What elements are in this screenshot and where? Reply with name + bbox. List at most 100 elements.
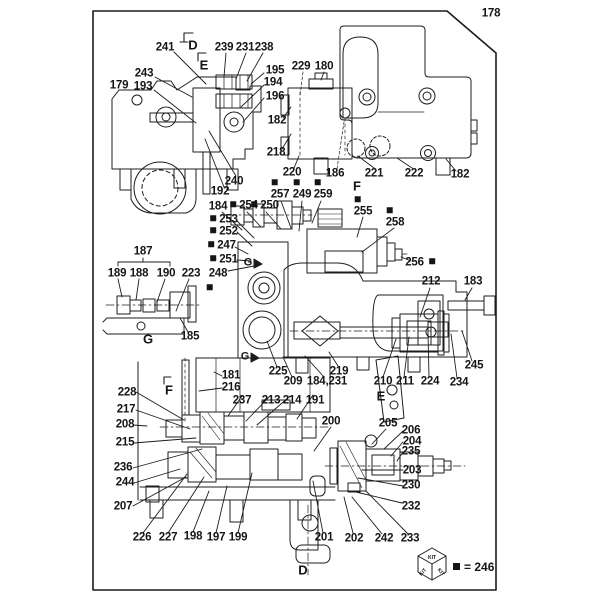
view-main-pump bbox=[227, 200, 496, 374]
kit-cube-top-label: KIT bbox=[428, 555, 436, 561]
part-label-208: 208 bbox=[115, 418, 135, 431]
part-label-185: 185 bbox=[180, 330, 200, 343]
part-label-224: 224 bbox=[420, 375, 440, 388]
section-letter-F: F bbox=[165, 382, 173, 398]
part-label-236: 236 bbox=[113, 461, 133, 474]
part-label-247: 247 bbox=[208, 240, 236, 252]
part-label-241: 241 bbox=[155, 41, 175, 54]
part-label-219: 219 bbox=[329, 365, 349, 378]
part-label-226: 226 bbox=[132, 531, 152, 544]
part-label-181: 181 bbox=[221, 369, 241, 382]
kit-marker-square bbox=[251, 201, 258, 208]
part-label-218: 218 bbox=[266, 146, 286, 159]
part-label-204: 204 bbox=[402, 435, 422, 448]
part-label-212: 212 bbox=[421, 275, 441, 288]
part-label-192: 192 bbox=[210, 185, 230, 198]
part-label-194: 194 bbox=[263, 76, 283, 89]
part-label-229: 229 bbox=[291, 60, 311, 73]
part-label-184-231: 184,231 bbox=[306, 375, 348, 388]
section-letter-G: G bbox=[240, 350, 250, 363]
part-label-211: 211 bbox=[396, 375, 414, 388]
part-label-195: 195 bbox=[265, 64, 285, 77]
part-label-242: 242 bbox=[374, 532, 394, 545]
part-label-182: 182 bbox=[267, 114, 287, 127]
kit-marker-square bbox=[314, 179, 321, 186]
section-letter-F: F bbox=[353, 178, 361, 194]
kit-marker-square bbox=[428, 258, 435, 265]
part-label-190: 190 bbox=[156, 267, 176, 280]
kit-marker-square bbox=[210, 215, 217, 222]
part-label-237: 237 bbox=[232, 394, 252, 407]
part-label-179: 179 bbox=[109, 79, 129, 92]
section-letter-G: G bbox=[142, 331, 154, 347]
kit-marker-square bbox=[293, 179, 300, 186]
part-label-182: 182 bbox=[450, 168, 470, 181]
part-label-196: 196 bbox=[265, 90, 285, 103]
part-label-239: 239 bbox=[214, 41, 234, 54]
part-label-233: 233 bbox=[400, 532, 420, 545]
view-top-right-pump bbox=[280, 25, 478, 176]
page-border bbox=[92, 10, 497, 591]
part-label-222: 222 bbox=[404, 167, 424, 180]
part-label-232: 232 bbox=[401, 500, 421, 513]
part-label-209: 209 bbox=[283, 375, 303, 388]
part-label-256: 256 bbox=[405, 257, 435, 269]
part-label-203: 203 bbox=[402, 464, 422, 477]
part-label-254: 254 bbox=[230, 200, 258, 212]
part-label-205: 205 bbox=[378, 417, 398, 430]
part-label-193: 193 bbox=[133, 80, 153, 93]
part-label-220: 220 bbox=[282, 166, 302, 179]
part-label-230: 230 bbox=[401, 479, 421, 492]
part-label-210: 210 bbox=[373, 375, 393, 388]
part-label-248: 248 bbox=[206, 268, 227, 290]
part-label-178: 178 bbox=[481, 7, 501, 20]
kit-marker-square bbox=[354, 196, 361, 203]
part-label-191: 191 bbox=[305, 394, 325, 407]
part-label-184: 184 bbox=[208, 200, 228, 213]
section-letter-D: D bbox=[298, 562, 308, 578]
part-label-200: 200 bbox=[321, 415, 341, 428]
part-label-216: 216 bbox=[221, 381, 241, 394]
part-label-213: 213 bbox=[261, 394, 281, 407]
part-label-214: 214 bbox=[282, 394, 302, 407]
part-label-189: 189 bbox=[107, 267, 127, 280]
part-label-238: 238 bbox=[254, 41, 274, 54]
part-label-249: 249 bbox=[293, 179, 311, 201]
kit-marker-square bbox=[271, 179, 278, 186]
part-label-217: 217 bbox=[116, 403, 136, 416]
part-label-252: 252 bbox=[210, 226, 238, 238]
part-label-223: 223 bbox=[181, 267, 201, 280]
section-letter-E: E bbox=[376, 388, 386, 404]
part-label-207: 207 bbox=[113, 500, 133, 513]
part-label-201: 201 bbox=[314, 531, 334, 544]
part-label-235: 235 bbox=[401, 445, 421, 458]
part-label-227: 227 bbox=[158, 531, 178, 544]
part-label-234: 234 bbox=[449, 376, 469, 389]
leader-lines bbox=[117, 51, 473, 535]
part-label-221: 221 bbox=[364, 167, 384, 180]
part-label-240: 240 bbox=[224, 175, 244, 188]
part-label-202: 202 bbox=[344, 532, 364, 545]
part-label-243: 243 bbox=[134, 67, 154, 80]
part-label-225: 225 bbox=[268, 365, 288, 378]
kit-marker-square bbox=[206, 283, 213, 290]
part-label-253: 253 bbox=[210, 214, 238, 226]
part-label-250: 250 bbox=[251, 200, 279, 212]
part-label-199: 199 bbox=[228, 531, 248, 544]
kit-marker-square bbox=[386, 207, 393, 214]
part-label-231: 231 bbox=[235, 41, 255, 54]
kit-marker-square bbox=[230, 201, 237, 208]
part-label-228: 228 bbox=[117, 386, 137, 399]
kit-legend-text: = 246 bbox=[464, 560, 495, 574]
kit-cube-icon: KIT KIT KIT bbox=[417, 547, 447, 581]
section-letter-G: G bbox=[243, 256, 253, 269]
kit-cube-left-label: KIT bbox=[418, 567, 428, 577]
part-label-180: 180 bbox=[314, 60, 334, 73]
part-label-197: 197 bbox=[206, 531, 226, 544]
part-label-255: 255 bbox=[354, 196, 372, 218]
section-letter-D: D bbox=[188, 37, 198, 53]
part-label-188: 188 bbox=[129, 267, 149, 280]
part-label-245: 245 bbox=[464, 359, 484, 372]
